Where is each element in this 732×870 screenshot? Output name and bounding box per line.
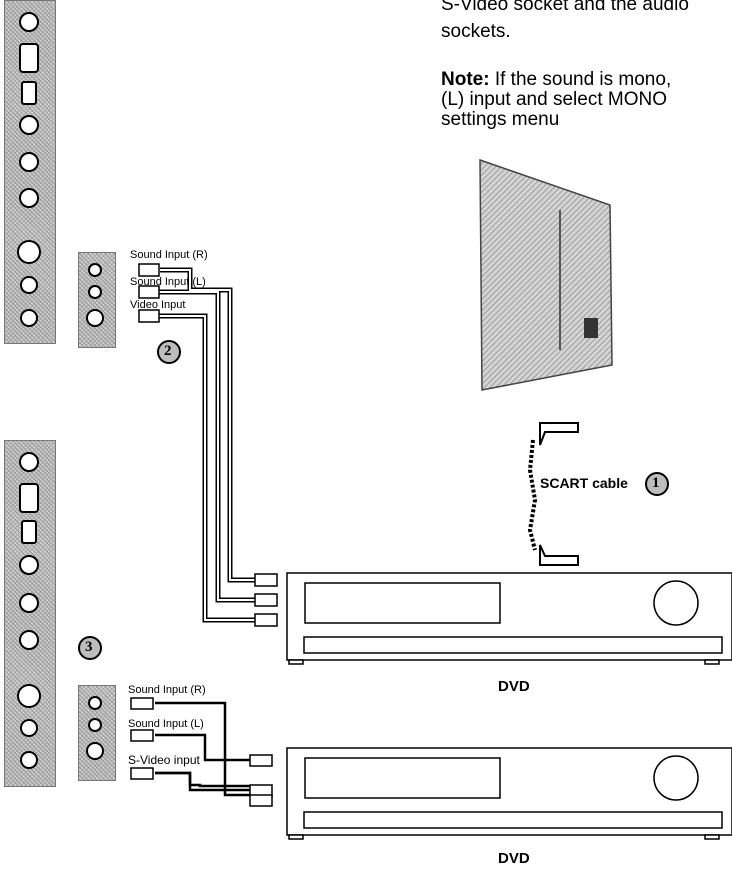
dvd-player-bottom-body (287, 748, 732, 839)
dvd-bottom-label: DVD (498, 850, 530, 867)
bottom-cables (155, 703, 250, 795)
av-panel-sockets (87, 264, 103, 759)
bottom-label-sound-l: Sound Input (L) (128, 718, 204, 730)
intro-text-line2: sockets. (441, 21, 511, 43)
note-line1-text: If the sound is mono, (495, 69, 671, 90)
step-1-number: 1 (652, 475, 660, 492)
top-label-video: Video Input (130, 299, 185, 311)
note-line3: settings menu (441, 110, 559, 130)
top-label-sound-l: Sound Input (L) (130, 276, 206, 288)
top-label-sound-r: Sound Input (R) (130, 249, 208, 261)
side-panel-sockets-bottom (18, 453, 40, 768)
top-plugs (139, 264, 277, 626)
dvd-player-top-body (287, 573, 732, 664)
scart-cable (540, 423, 578, 565)
step-3-number: 3 (85, 639, 93, 656)
intro-text-line1: S-Video socket and the audio (441, 0, 689, 16)
bottom-label-svideo: S-Video input (128, 753, 200, 767)
bottom-label-sound-r: Sound Input (R) (128, 684, 206, 696)
dvd-top-label: DVD (498, 678, 530, 695)
tv-rear-view (480, 160, 612, 390)
step-2-number: 2 (164, 343, 172, 360)
note-label: Note: (441, 69, 490, 90)
note-line1: Note: If the sound is mono, (441, 70, 671, 90)
note-line2: (L) input and select MONO (441, 90, 667, 110)
scart-cable-label: SCART cable (540, 475, 628, 491)
side-panel-sockets-top (18, 13, 40, 326)
top-cables (158, 270, 255, 620)
